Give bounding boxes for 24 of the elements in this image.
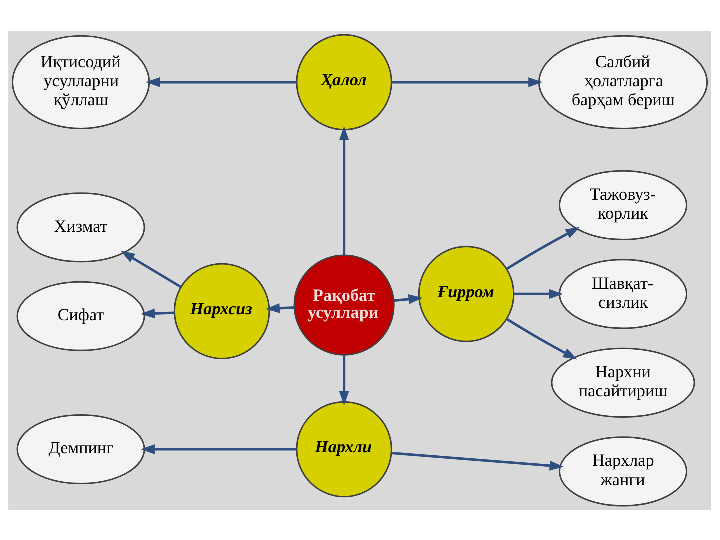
node-circle: Нархсиз — [174, 262, 270, 359]
arrow — [140, 308, 175, 318]
arrow — [120, 250, 182, 288]
arrow — [506, 226, 580, 270]
arrow — [266, 303, 295, 313]
arrow — [146, 76, 297, 87]
arrow — [140, 444, 297, 454]
node-circle: Нархли — [296, 400, 392, 498]
node-circle: Ғирром — [418, 246, 515, 342]
arrow — [339, 126, 350, 256]
node-ellipse: Демпинг — [16, 414, 146, 484]
arrow — [506, 318, 578, 360]
node-circle: Ҳалол — [296, 34, 392, 130]
node-ellipse: Сифат — [16, 280, 146, 351]
arrow — [392, 76, 543, 87]
node-ellipse: Шавқат- сизлик — [558, 258, 688, 329]
arrow — [394, 294, 423, 304]
arrow — [514, 288, 564, 299]
node-circle: Рақобат усуллари — [294, 254, 395, 356]
node-ellipse: Иқтисодий усулларни қўллаш — [12, 34, 150, 129]
node-ellipse: Салбий ҳолатларга барҳам бериш — [538, 34, 708, 129]
arrow — [392, 451, 564, 470]
arrow — [339, 354, 350, 406]
node-ellipse: Нархлар жанги — [558, 436, 688, 506]
